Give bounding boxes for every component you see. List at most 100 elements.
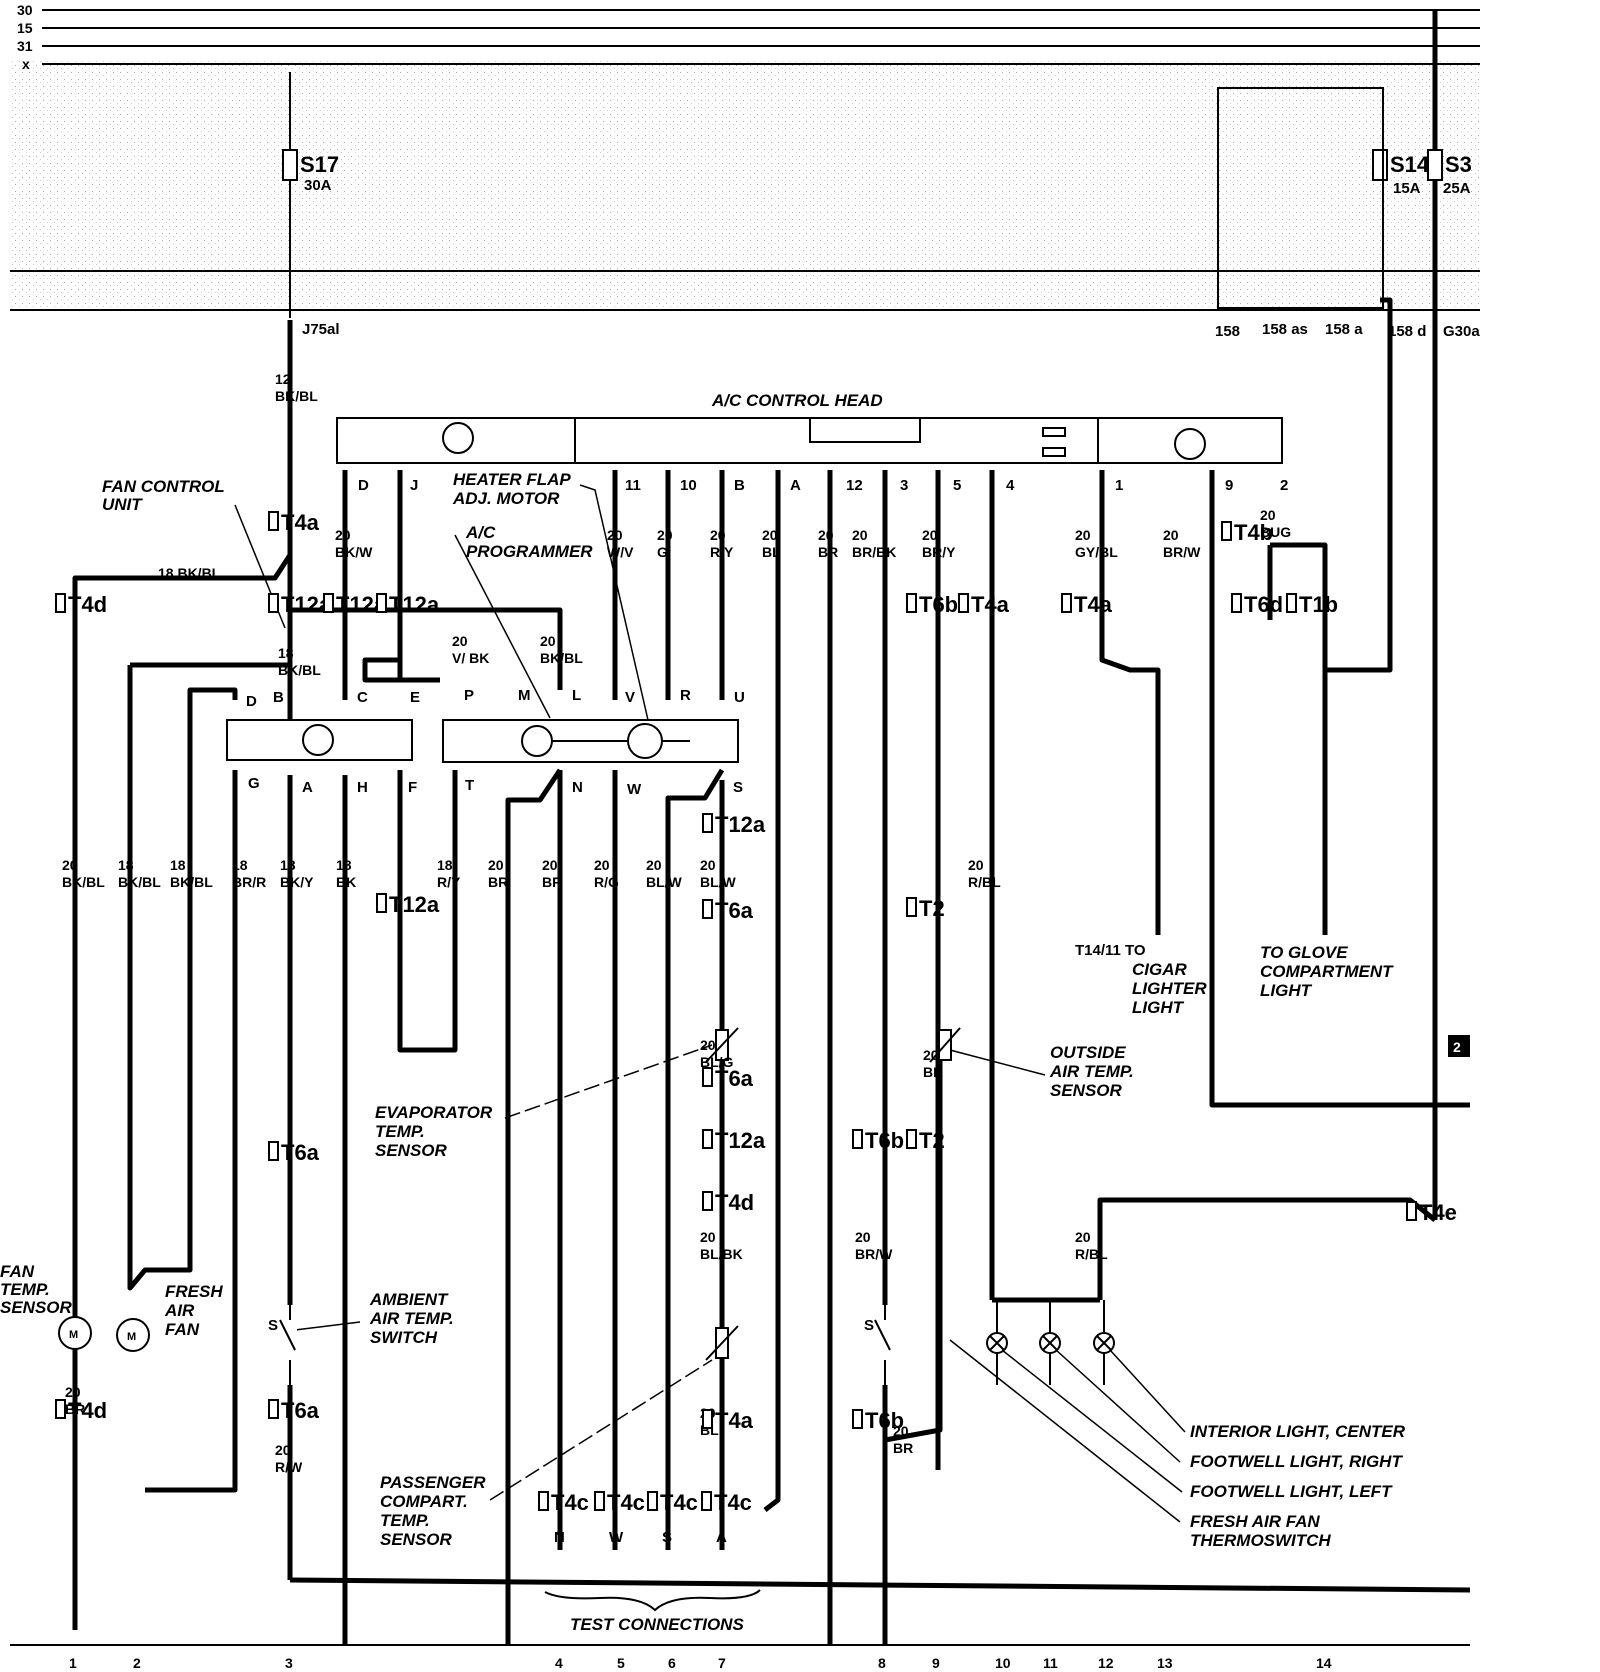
svg-text:LIGHTER: LIGHTER [1132, 979, 1207, 998]
bus-15-label: 15 [17, 20, 33, 36]
wire-color: BL/G [700, 1054, 734, 1070]
wire-color: BR/R [232, 874, 266, 890]
wire-color: BL/BK [700, 1246, 743, 1262]
circuit-number: 10 [995, 1655, 1011, 1671]
connector-label: T4a [715, 1408, 754, 1433]
wire-color: BR [488, 874, 508, 890]
connector-body [958, 593, 969, 613]
fu-pin-d: D [246, 693, 257, 710]
wire-color: BR/Y [922, 544, 956, 560]
wire-gauge: 18 [336, 857, 352, 873]
wire-gauge: 20 [1075, 1229, 1091, 1245]
connector-label: T4c [714, 1490, 752, 1515]
connector-body [376, 593, 387, 613]
wire-color: BK/BL [118, 874, 161, 890]
fu-pin-a: A [302, 779, 313, 796]
connector: T12a [702, 1128, 766, 1153]
connector: T6d [1231, 592, 1283, 617]
fresh-air-thermoswitch-label: FRESH AIR FAN [1190, 1512, 1320, 1531]
svg-text:S: S [268, 1317, 278, 1334]
heater-flap-label: HEATER FLAP ADJ. MOTOR [452, 470, 649, 721]
ac-programmer-label: A/C PROGRAMMER [454, 523, 593, 719]
wire-color: BK/W [335, 544, 373, 560]
svg-text:LIGHT: LIGHT [1260, 981, 1313, 1000]
wire-label: 18 BK/BL [158, 565, 221, 581]
svg-text:PASSENGER: PASSENGER [380, 1473, 486, 1492]
circuit-number: 2 [133, 1655, 141, 1671]
connector-body [702, 1191, 713, 1211]
ch-pin-2: 2 [1280, 477, 1288, 494]
fresh-air-thermoswitch-label-2: THERMOSWITCH [1190, 1531, 1331, 1550]
connector-body [323, 593, 334, 613]
connector-body [1061, 593, 1072, 613]
test-pin-n: N [554, 1529, 565, 1546]
svg-text:A/C: A/C [465, 523, 496, 542]
footwell-light-left-label: FOOTWELL LIGHT, LEFT [1190, 1482, 1393, 1501]
fu-pin-b: B [273, 689, 284, 706]
connector: T4c [701, 1490, 752, 1515]
wire-color: R/BL [968, 874, 1001, 890]
pr-pin-p: P [464, 687, 474, 704]
ambient-switch-label: AMBIENT AIR TEMP. SWITCH [294, 1290, 454, 1347]
pr-pin-l: L [572, 687, 581, 704]
circuit-number: 9 [932, 1655, 940, 1671]
bus-31-label: 31 [17, 38, 33, 54]
fresh-air-thermoswitch: S [864, 1300, 892, 1385]
wire-color: BL [762, 544, 781, 560]
circuit-number: 1 [69, 1655, 77, 1671]
connector-body [906, 1129, 917, 1149]
control-head-pins: D J 11 10 B A 12 3 5 4 1 9 2 [358, 477, 1288, 494]
passenger-sensor-label: PASSENGER COMPART. TEMP. SENSOR [380, 1359, 713, 1549]
connector-label: T6b [865, 1128, 904, 1153]
connector-body [55, 1399, 66, 1419]
connector-label: T6a [715, 1066, 754, 1091]
wire-gauge: 20 [542, 857, 558, 873]
wire-label: 20V/ BK [452, 633, 489, 666]
connector: T2 [906, 1128, 945, 1153]
wire-gauge: 20 [852, 527, 868, 543]
connector-label: T6a [281, 1140, 320, 1165]
fan-temp-sensor-motor: M [58, 1316, 92, 1350]
wire-gauge: 20 [275, 1442, 291, 1458]
svg-text:HEATER FLAP: HEATER FLAP [453, 470, 571, 489]
connector: T4c [594, 1490, 645, 1515]
connector-body [906, 593, 917, 613]
relay-panel-background [10, 60, 1480, 310]
fuse-s14-name: S14 [1390, 152, 1430, 177]
connector: T6a [268, 1398, 320, 1423]
svg-text:TEMP.: TEMP. [0, 1280, 50, 1299]
terminal-158a: 158 a [1325, 321, 1363, 338]
footwell-light-right-label: FOOTWELL LIGHT, RIGHT [1190, 1452, 1403, 1471]
svg-text:UNIT: UNIT [102, 495, 143, 514]
svg-text:CIGAR: CIGAR [1132, 960, 1188, 979]
wire-network [10, 10, 1471, 1646]
svg-text:AIR TEMP.: AIR TEMP. [369, 1309, 454, 1328]
wire-label: 20G [657, 527, 673, 560]
connector: T6a [702, 898, 754, 923]
circuit-number: 4 [555, 1655, 563, 1671]
ch-pin-12: 12 [846, 477, 863, 494]
wire-color: R/W [275, 1459, 303, 1475]
connector: T4e [1406, 1200, 1457, 1225]
ch-pin-a: A [790, 477, 801, 494]
connector: T6a [268, 1140, 320, 1165]
svg-text:ADJ. MOTOR: ADJ. MOTOR [452, 489, 560, 508]
pr-pin-u: U [734, 689, 745, 706]
svg-text:M: M [127, 1331, 136, 1343]
circuit-number: 13 [1157, 1655, 1173, 1671]
connector-body [852, 1129, 863, 1149]
connector: T4a [958, 592, 1010, 617]
circuit-number: 14 [1316, 1655, 1332, 1671]
wire-gauge: 18 [118, 857, 134, 873]
bus-x-label: x [22, 56, 30, 72]
connector-label: T2 [919, 1128, 945, 1153]
circuit-number: 7 [718, 1655, 726, 1671]
fu-pin-g: G [248, 775, 260, 792]
